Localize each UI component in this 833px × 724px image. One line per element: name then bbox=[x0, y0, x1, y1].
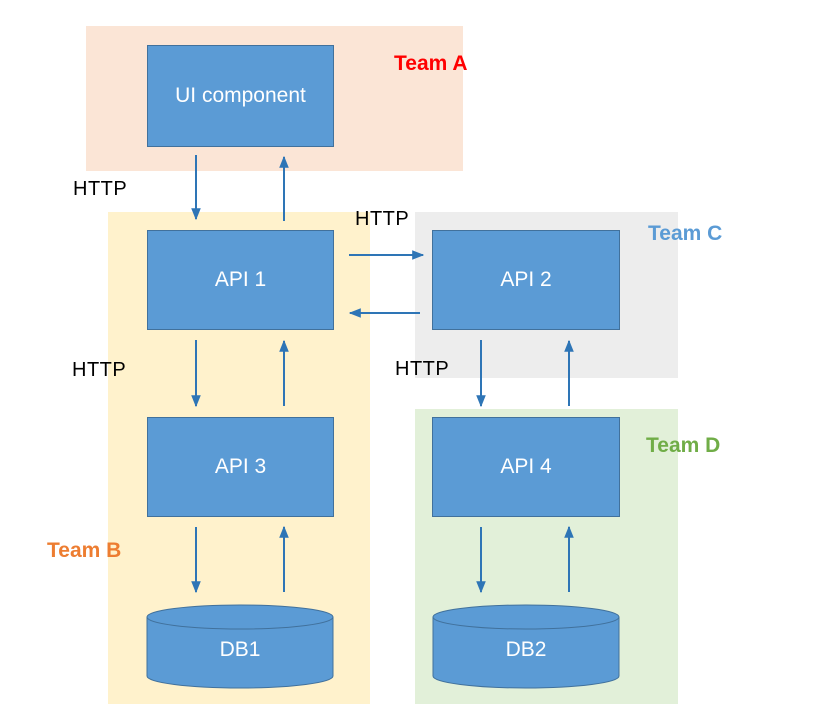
ui-component-label: UI component bbox=[175, 84, 306, 107]
api4-node: API 4 bbox=[432, 417, 620, 517]
team-c-label: Team C bbox=[648, 222, 723, 245]
db1-cylinder bbox=[146, 604, 334, 689]
team-b-label: Team B bbox=[47, 539, 122, 562]
team-d-label: Team D bbox=[646, 434, 721, 457]
api4-label: API 4 bbox=[500, 455, 552, 478]
api2-label: API 2 bbox=[500, 268, 552, 291]
api3-node: API 3 bbox=[147, 417, 334, 517]
db2-label: DB2 bbox=[505, 638, 547, 661]
db1-label: DB1 bbox=[219, 638, 261, 661]
team-a-label: Team A bbox=[394, 52, 468, 75]
db2-cylinder bbox=[432, 604, 620, 689]
http-label-api1-api2: HTTP bbox=[355, 208, 410, 230]
api1-label: API 1 bbox=[214, 268, 267, 291]
ui-component-node: UI component bbox=[147, 45, 334, 147]
http-label-ui-api1: HTTP bbox=[73, 178, 128, 200]
http-label-api1-api3: HTTP bbox=[72, 359, 127, 381]
api1-node: API 1 bbox=[147, 230, 334, 330]
api2-node: API 2 bbox=[432, 230, 620, 330]
api3-label: API 3 bbox=[214, 455, 267, 478]
http-label-api2-api4: HTTP bbox=[395, 358, 450, 380]
